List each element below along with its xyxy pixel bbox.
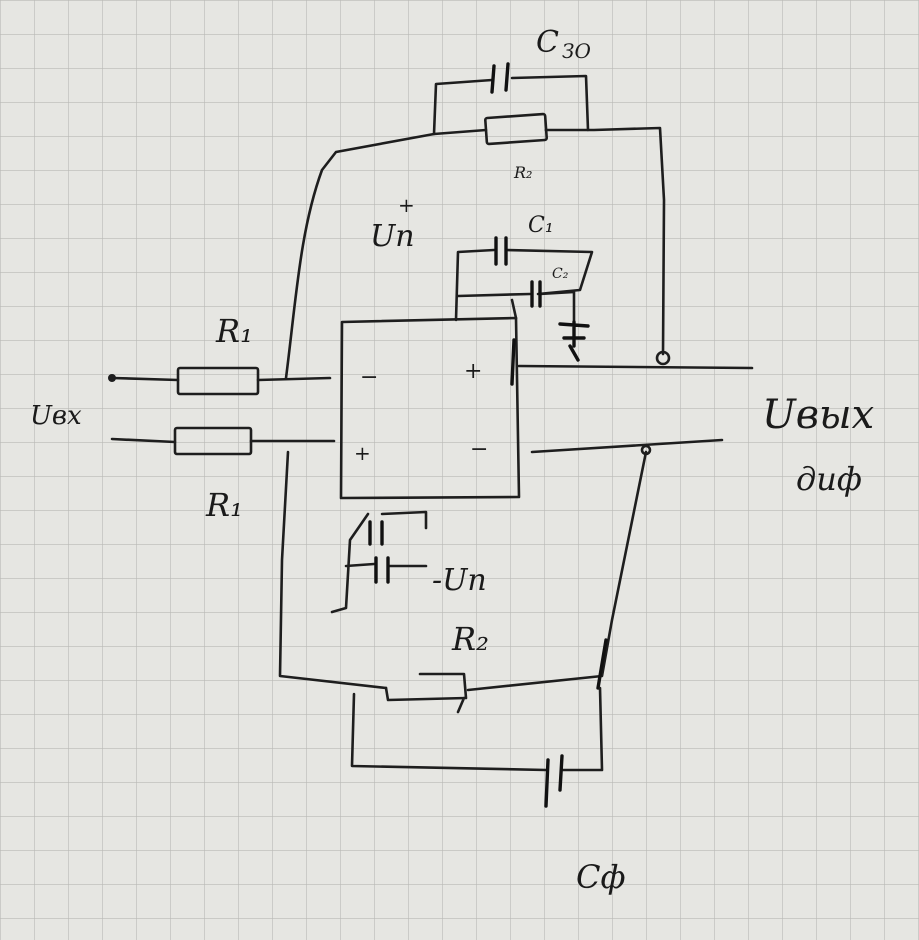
label-r1-bottom: R₁ [205, 486, 243, 524]
label-u-in: Uвх [30, 401, 82, 431]
bottom-wire-right [466, 450, 648, 692]
capacitor-c-top [490, 62, 510, 94]
input-wire-bottom [110, 437, 177, 444]
capacitor-cf [544, 754, 564, 808]
resistor-r2-top [484, 112, 548, 146]
opamp-box [339, 316, 521, 500]
feedback-wire-left [284, 128, 488, 380]
supply-wire-minus [330, 510, 428, 614]
capacitor-minus-1 [368, 520, 384, 546]
cf-wire [350, 686, 604, 772]
pin-minus-label: − [360, 365, 378, 390]
label-u-out-sub: диф [796, 460, 862, 498]
capacitor-c1 [494, 236, 508, 266]
label-r2-bottom: R₂ [451, 620, 489, 658]
bottom-wire-left [278, 450, 388, 690]
label-c2: C₂ [552, 266, 569, 282]
output-node [655, 350, 671, 366]
output-plus-mark [510, 338, 516, 386]
wire-c-top-bypass [432, 74, 590, 136]
supply-wire-to-box [510, 298, 518, 320]
label-c-top-sub: ЗО [562, 39, 591, 63]
label-u-out: Uвых [762, 392, 874, 438]
output-wire-bottom [530, 438, 724, 454]
wire-r1-top-to-minus [256, 376, 332, 382]
label-c1: C₁ [528, 213, 554, 238]
ground-symbol [558, 320, 590, 362]
capacitor-c2 [530, 280, 542, 308]
label-r2-top: R₂ [513, 163, 532, 182]
label-un-minus: -Uп [432, 563, 487, 598]
capacitor-minus-2 [374, 556, 390, 584]
output-minus-label: − [470, 437, 488, 462]
label-cf: Cф [576, 858, 626, 896]
supply-wire-plus [454, 248, 594, 324]
label-un-plus: Uп [370, 219, 415, 254]
resistor-r2-bottom [384, 672, 468, 714]
pin-plus-label: + [354, 441, 371, 465]
input-wire-top [110, 376, 180, 382]
label-un-plus-sign: + [398, 193, 415, 217]
bottom-node-mark [596, 638, 608, 690]
output-plus-label: + [464, 359, 482, 384]
feedback-wire-right [544, 126, 666, 356]
output-wire-top [517, 364, 754, 370]
label-r1-top: R₁ [215, 312, 253, 350]
label-c-top: C [536, 25, 559, 60]
